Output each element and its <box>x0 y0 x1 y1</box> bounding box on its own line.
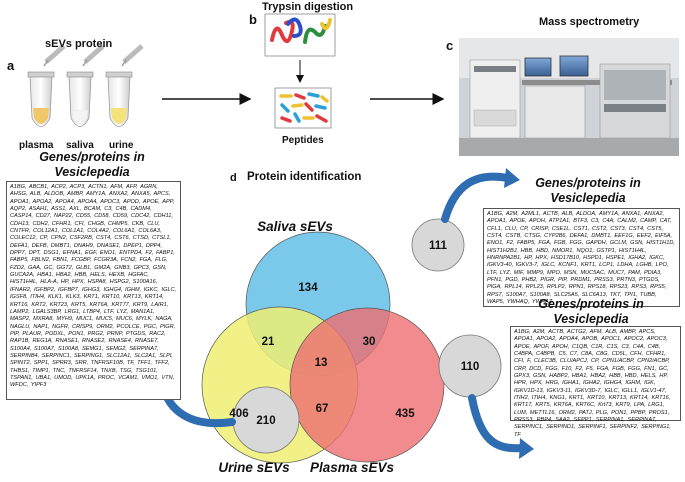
panel-d-title: Protein identification <box>247 171 362 183</box>
panel-letter-c: c <box>446 38 454 53</box>
protein-box <box>264 13 336 57</box>
panel-letter-a: a <box>7 58 15 73</box>
count-saliva-plasma: 30 <box>363 336 376 348</box>
set-label-saliva: Saliva sEVs <box>257 219 333 234</box>
panel-c-title: Mass spectrometry <box>539 16 640 28</box>
tube-label-plasma: plasma <box>19 140 54 151</box>
curved-arrow-plasma <box>468 394 534 459</box>
set-label-urine: Urine sEVs <box>218 460 290 475</box>
urine-gene-title: Genes/proteins in Vesiclepedia <box>39 150 145 179</box>
count-all-three: 13 <box>315 357 328 369</box>
peptides-caption: Peptides <box>282 135 324 146</box>
tube-plasma <box>27 44 66 127</box>
tube-label-saliva: saliva <box>66 140 94 151</box>
count-plasma-only: 435 <box>395 408 415 420</box>
panel-letter-d: d <box>230 172 237 184</box>
panel-a-title: sEVs protein <box>45 38 113 50</box>
peptides-box <box>274 87 332 129</box>
panel-letter-b: b <box>249 12 257 27</box>
bubble-plasma-count: 110 <box>461 361 480 373</box>
curved-arrow-saliva <box>441 168 520 223</box>
panel-b-title: Trypsin digestion <box>262 1 354 13</box>
count-urine-only: 406 <box>229 408 248 420</box>
mass-spectrometer-image <box>459 38 679 156</box>
plasma-gene-title: Genes/proteins in Vesiclepedia <box>538 297 644 326</box>
plasma-gene-list: A1BG, A2M, ACTB, ACTG2, AFM, ALB, AMBP, … <box>510 326 681 438</box>
count-urine-plasma: 67 <box>316 403 329 415</box>
count-saliva-only: 134 <box>298 282 318 294</box>
tube-label-urine: urine <box>109 140 134 151</box>
count-saliva-urine: 21 <box>262 336 275 348</box>
bubble-saliva <box>411 218 465 272</box>
set-label-plasma: Plasma sEVs <box>310 460 395 475</box>
saliva-gene-list: A1BG, A2M, A2ML1, ACTB, ALB, ALDOA, AMY1… <box>483 208 680 307</box>
saliva-gene-title: Genes/proteins in Vesiclepedia <box>535 176 641 205</box>
tube-urine <box>105 44 144 127</box>
bubble-urine-count: 210 <box>256 415 275 427</box>
venn-circle-plasma <box>289 307 445 463</box>
urine-gene-list: A1BG, ABCB1, ACP2, ACP3, ACTN1, AFM, AFP… <box>6 181 181 400</box>
bubble-saliva-count: 111 <box>429 240 448 252</box>
tube-saliva <box>66 44 105 127</box>
